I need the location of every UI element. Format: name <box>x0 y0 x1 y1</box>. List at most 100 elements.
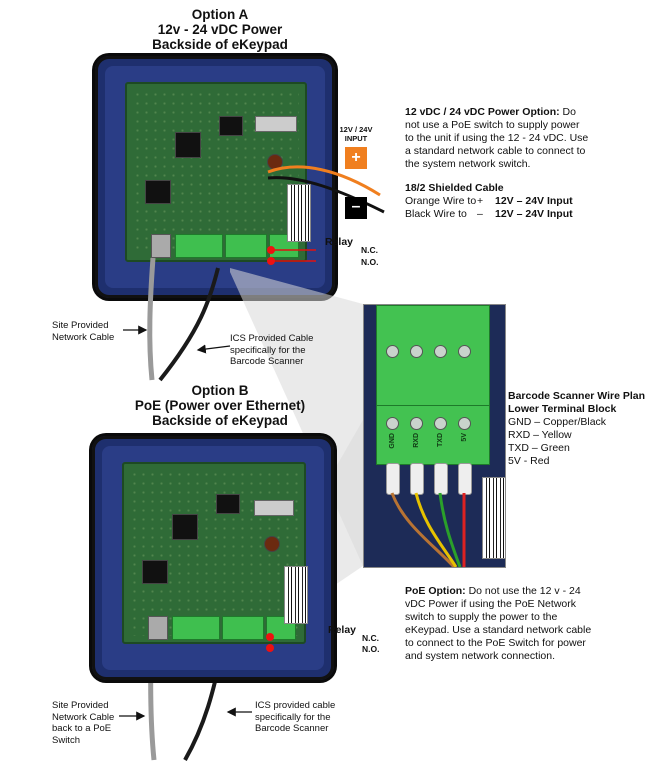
zoom-lower-terminal-block <box>376 405 490 465</box>
relay-b-nc-dot <box>266 633 274 641</box>
barcode-plan-row: TXD – Green <box>508 442 570 454</box>
relay-a-nc-label: N.C. <box>361 245 378 255</box>
relay-a-nc-dot <box>267 246 275 254</box>
zoom-copper-wire <box>390 492 456 567</box>
poe-option-body-6: and system network connection. <box>405 650 555 662</box>
zoom-green-wire <box>438 492 462 567</box>
relay-a-label: Relay <box>325 236 354 248</box>
ics-cable-b-line3: Barcode Scanner <box>255 723 329 734</box>
poe-option-body-3: switch to supply the power to the <box>405 611 558 623</box>
power-option-body-1: Do <box>562 106 576 118</box>
barcode-plan-title-1: Barcode Scanner Wire Plan <box>508 390 646 402</box>
keypad-b-header <box>254 500 294 516</box>
keypad-b-processor-chip <box>172 514 198 540</box>
option-b-heading: Option B PoE (Power over Ethernet) Backs… <box>120 383 320 428</box>
keypad-b-housing <box>92 436 334 680</box>
power-option-note: 12 vDC / 24 vDC Power Option: Do not use… <box>405 106 655 171</box>
poe-option-body-2: vDC Power if using the PoE Network <box>405 598 576 610</box>
ics-cable-a-arrow <box>196 344 231 354</box>
keypad-a-chip-2 <box>145 180 171 204</box>
poe-option-body-5: to connect to the PoE Switch for power <box>405 637 586 649</box>
keypad-b-barcode-label <box>284 566 308 624</box>
keypad-a-housing <box>95 56 335 298</box>
barcode-wire-plan: Barcode Scanner Wire Plan Lower Terminal… <box>508 390 658 468</box>
option-a-subtitle: 12v - 24 vDC Power <box>157 22 283 37</box>
power-option-body-2: not use a PoE switch to supply power <box>405 119 580 131</box>
shielded-row1-value: 12V – 24V Input <box>495 195 573 207</box>
poe-option-body-1: Do not use the 12 v - 24 <box>468 585 581 597</box>
option-b-caption: Backside of eKeypad <box>152 413 288 428</box>
minus-icon: – <box>345 197 367 219</box>
shielded-row2-sign: – <box>477 208 483 220</box>
keypad-a-network-cable <box>147 257 156 381</box>
site-cable-b-line4: Switch <box>52 734 80 746</box>
poe-option-body-4: eKeypad. Use a standard network cable <box>405 624 592 636</box>
zoom-screw <box>410 417 423 430</box>
power-input-label-line2: INPUT <box>344 134 368 143</box>
keypad-b-capacitor <box>264 536 280 552</box>
power-option-body-5: the system network switch. <box>405 158 531 170</box>
shielded-row2-value: 12V – 24V Input <box>495 208 573 220</box>
keypad-b-rj45-port <box>148 616 168 640</box>
zoom-barcode-label <box>482 477 505 559</box>
ics-cable-b-line1: ICS provided cable <box>255 700 336 711</box>
ics-cable-a-label: ICS Provided Cable specifically for the … <box>230 333 313 368</box>
keypad-b-chip <box>216 494 240 514</box>
black-power-wire <box>267 176 385 214</box>
shielded-row2-label: Black Wire to <box>405 208 467 220</box>
keypad-a-processor-chip <box>175 132 201 158</box>
relay-b-no-dot <box>266 644 274 652</box>
keypad-b-terminal-mid <box>222 616 264 640</box>
power-input-label: 12V / 24V INPUT <box>335 125 377 143</box>
option-b-title: Option B <box>191 383 249 398</box>
keypad-a-header <box>255 116 297 132</box>
keypad-b-circuit-board <box>122 462 306 644</box>
zoom-screw <box>458 417 471 430</box>
relay-b-nc-label: N.C. <box>362 633 379 643</box>
zoom-screw <box>434 345 447 358</box>
ics-cable-a-line3: Barcode Scanner <box>230 356 304 367</box>
option-a-heading: Option A 12v - 24 vDC Power Backside of … <box>150 7 290 52</box>
option-b-subtitle: PoE (Power over Ethernet) <box>134 398 306 413</box>
relay-b-label: Relay <box>328 624 357 636</box>
zoom-screw <box>386 345 399 358</box>
keypad-b-terminal-left <box>172 616 220 640</box>
option-a-caption: Backside of eKeypad <box>152 37 288 52</box>
keypad-a-scanner-cable <box>158 267 220 382</box>
site-cable-a-line1: Site Provided <box>52 320 109 331</box>
keypad-a-barcode-label <box>287 184 311 242</box>
power-option-title: 12 vDC / 24 vDC Power Option: <box>405 106 560 118</box>
ics-cable-a-line1: ICS Provided Cable <box>230 333 314 344</box>
zoom-wires <box>390 492 466 567</box>
keypad-a-chip <box>219 116 243 136</box>
shielded-row1-label: Orange Wire to <box>405 195 477 207</box>
barcode-plan-row: 5V - Red <box>508 455 550 467</box>
shielded-cable-note: 18/2 Shielded Cable Orange Wire to+12V –… <box>405 182 655 221</box>
zoom-yellow-wire <box>414 492 458 567</box>
barcode-plan-row: GND – Copper/Black <box>508 416 607 428</box>
zoom-screw <box>458 345 471 358</box>
zoom-screw <box>434 417 447 430</box>
site-cable-b-line3: back to a PoE <box>52 723 112 734</box>
terminal-block-zoom-photo: GND RXD TXD 5V <box>363 304 506 568</box>
ics-cable-b-label: ICS provided cable specifically for the … <box>255 700 335 735</box>
site-cable-b-line2: Network Cable <box>52 711 115 723</box>
orange-power-wire <box>267 165 381 197</box>
keypad-b-chip-2 <box>142 560 168 584</box>
site-cable-a-line2: Network Cable <box>52 331 115 343</box>
site-cable-b-line1: Site Provided <box>52 700 109 711</box>
keypad-a-terminal-left <box>175 234 223 258</box>
power-option-body-4: a standard network cable to connect to <box>405 145 586 157</box>
relay-b-no-label: N.O. <box>362 644 380 654</box>
keypad-a-terminal-mid <box>225 234 267 258</box>
power-input-label-line1: 12V / 24V <box>339 125 373 134</box>
poe-option-note: PoE Option: Do not use the 12 v - 24 vDC… <box>405 585 655 663</box>
relay-a-no-label: N.O. <box>361 257 379 267</box>
poe-option-title: PoE Option: <box>405 585 466 597</box>
power-option-body-3: to the unit if using the 12 - 24 vDC. Us… <box>405 132 589 144</box>
barcode-plan-title-2: Lower Terminal Block <box>508 403 617 415</box>
site-cable-a-label: Site Provided Network Cable <box>52 320 114 343</box>
shielded-cable-title: 18/2 Shielded Cable <box>405 182 504 194</box>
barcode-plan-row: RXD – Yellow <box>508 429 572 441</box>
option-a-title: Option A <box>191 7 249 22</box>
